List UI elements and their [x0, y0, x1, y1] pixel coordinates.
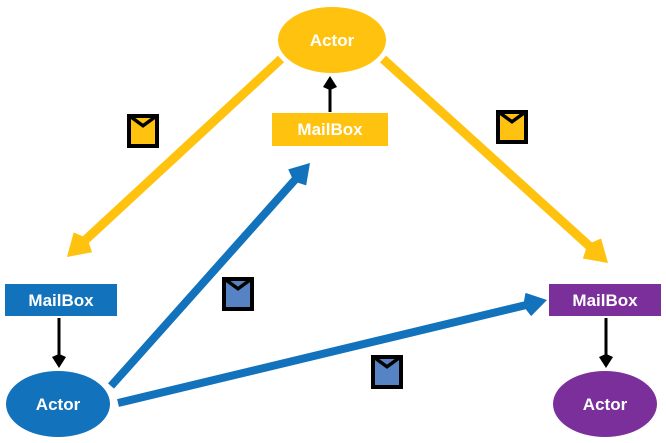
envelope-icon	[127, 114, 159, 148]
arrowhead	[582, 238, 608, 263]
node-label: Actor	[309, 30, 355, 50]
node-label: MailBox	[28, 290, 94, 310]
edge-actor-top-to-mailbox-left	[67, 55, 285, 257]
envelope-icon	[371, 355, 403, 389]
edge-actor-top-to-mailbox-right	[379, 55, 608, 263]
node-actor-left[interactable]: Actor	[6, 371, 110, 437]
envelope-flap-icon	[496, 110, 528, 136]
node-label: MailBox	[297, 120, 363, 139]
edge-mailbox-top-to-actor-top	[323, 76, 337, 112]
node-mailbox-right[interactable]: MailBox	[549, 284, 661, 316]
node-mailbox-left[interactable]: MailBox	[5, 284, 117, 316]
edge-mailbox-right-to-actor-right	[599, 318, 613, 368]
edge-actor-left-to-mailbox-right	[117, 292, 547, 407]
envelope-flap-icon	[127, 114, 159, 140]
edge-mailbox-left-to-actor-left	[52, 318, 66, 368]
edge-actor-left-to-mailbox-top	[108, 163, 310, 389]
node-mailbox-top[interactable]: MailBox	[272, 113, 388, 146]
node-actor-top[interactable]: Actor	[278, 7, 386, 73]
arrowhead	[67, 232, 93, 257]
arrowhead	[52, 353, 66, 368]
envelope-icon	[496, 110, 528, 144]
arrowhead	[523, 292, 547, 317]
node-actor-right[interactable]: Actor	[553, 371, 657, 437]
envelope-flap-icon	[371, 355, 403, 381]
arrowhead	[599, 353, 613, 368]
envelope-flap-icon	[222, 277, 254, 303]
node-label: MailBox	[572, 290, 638, 310]
node-label: Actor	[35, 394, 81, 414]
node-label: Actor	[582, 394, 628, 414]
arrowhead	[288, 163, 310, 186]
envelope-icon	[222, 277, 254, 311]
arrowhead	[323, 76, 337, 91]
